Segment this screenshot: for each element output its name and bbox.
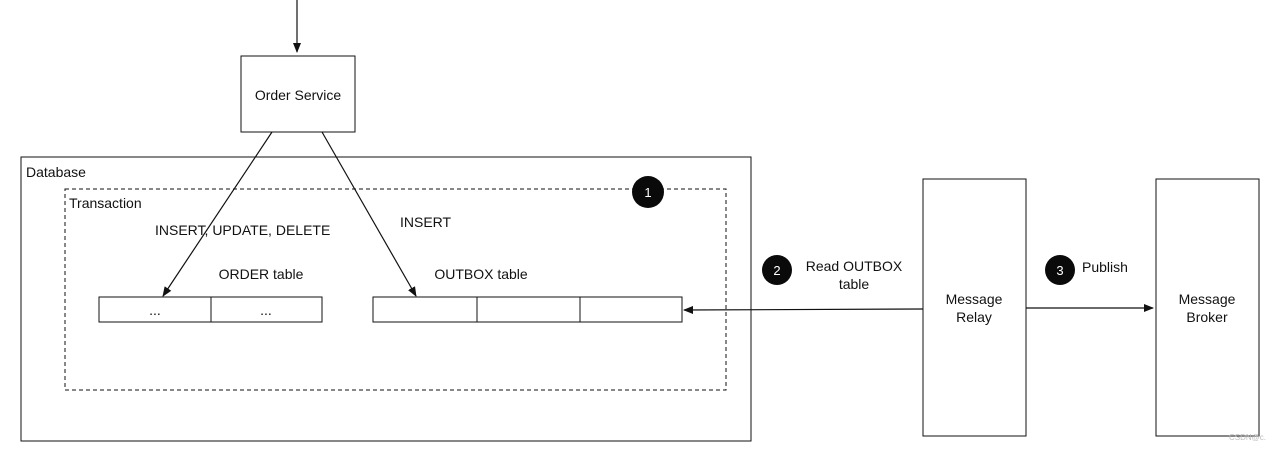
step-2-badge bbox=[762, 255, 792, 285]
service-to-order-table-arrow bbox=[162, 131, 273, 297]
message-broker-box bbox=[1155, 178, 1260, 437]
outbox-table-cell bbox=[579, 296, 683, 323]
watermark-text: CSDN@c. bbox=[1229, 433, 1266, 442]
outbox-table: OUTBOX table bbox=[372, 266, 683, 323]
step-3-badge bbox=[1045, 255, 1075, 285]
transaction-label: Transaction bbox=[69, 195, 142, 211]
step-1-number: 1 bbox=[644, 185, 651, 200]
message-broker-label-line1: Message bbox=[1179, 291, 1236, 307]
message-relay-box bbox=[922, 178, 1027, 437]
step-2-label-line1: Read OUTBOX bbox=[806, 258, 903, 274]
step-3-label: Publish bbox=[1082, 259, 1128, 275]
order-table: ORDER table ... ... bbox=[98, 266, 323, 323]
step-2-number: 2 bbox=[773, 263, 780, 278]
step-3-annotation: 3 Publish bbox=[1045, 255, 1128, 285]
outbox-table-cell bbox=[476, 296, 581, 323]
step-1-badge bbox=[632, 176, 664, 208]
relay-reads-outbox-arrow bbox=[683, 305, 924, 314]
database-box bbox=[20, 156, 752, 442]
message-broker-node: Message Broker bbox=[1155, 178, 1260, 437]
order-table-cell bbox=[210, 296, 323, 323]
transaction-boundary: Transaction 1 bbox=[64, 176, 727, 391]
service-to-outbox-table-arrow bbox=[321, 131, 417, 297]
order-table-cell bbox=[98, 296, 212, 323]
outbox-table-cell bbox=[372, 296, 478, 323]
order-service-node: Order Service bbox=[240, 55, 356, 133]
order-table-cell-text: ... bbox=[260, 302, 272, 318]
order-table-cell-text: ... bbox=[149, 302, 161, 318]
step-2-annotation: 2 Read OUTBOX table bbox=[762, 255, 903, 292]
service-to-outbox-edge-label: INSERT bbox=[400, 214, 452, 230]
database-label: Database bbox=[26, 164, 86, 180]
message-broker-label-line2: Broker bbox=[1186, 309, 1228, 325]
transaction-dashed-box bbox=[64, 188, 727, 391]
message-relay-label-line1: Message bbox=[946, 291, 1003, 307]
order-service-label: Order Service bbox=[255, 87, 342, 103]
database-container: Database bbox=[20, 156, 752, 442]
service-to-order-edge-label: INSERT, UPDATE, DELETE bbox=[155, 222, 330, 238]
order-table-label: ORDER table bbox=[219, 266, 304, 282]
outbox-table-label: OUTBOX table bbox=[434, 266, 528, 282]
step-2-label-line2: table bbox=[839, 276, 870, 292]
message-relay-node: Message Relay bbox=[922, 178, 1027, 437]
message-relay-label-line2: Relay bbox=[956, 309, 992, 325]
order-service-box bbox=[240, 55, 356, 133]
step-3-number: 3 bbox=[1056, 263, 1063, 278]
